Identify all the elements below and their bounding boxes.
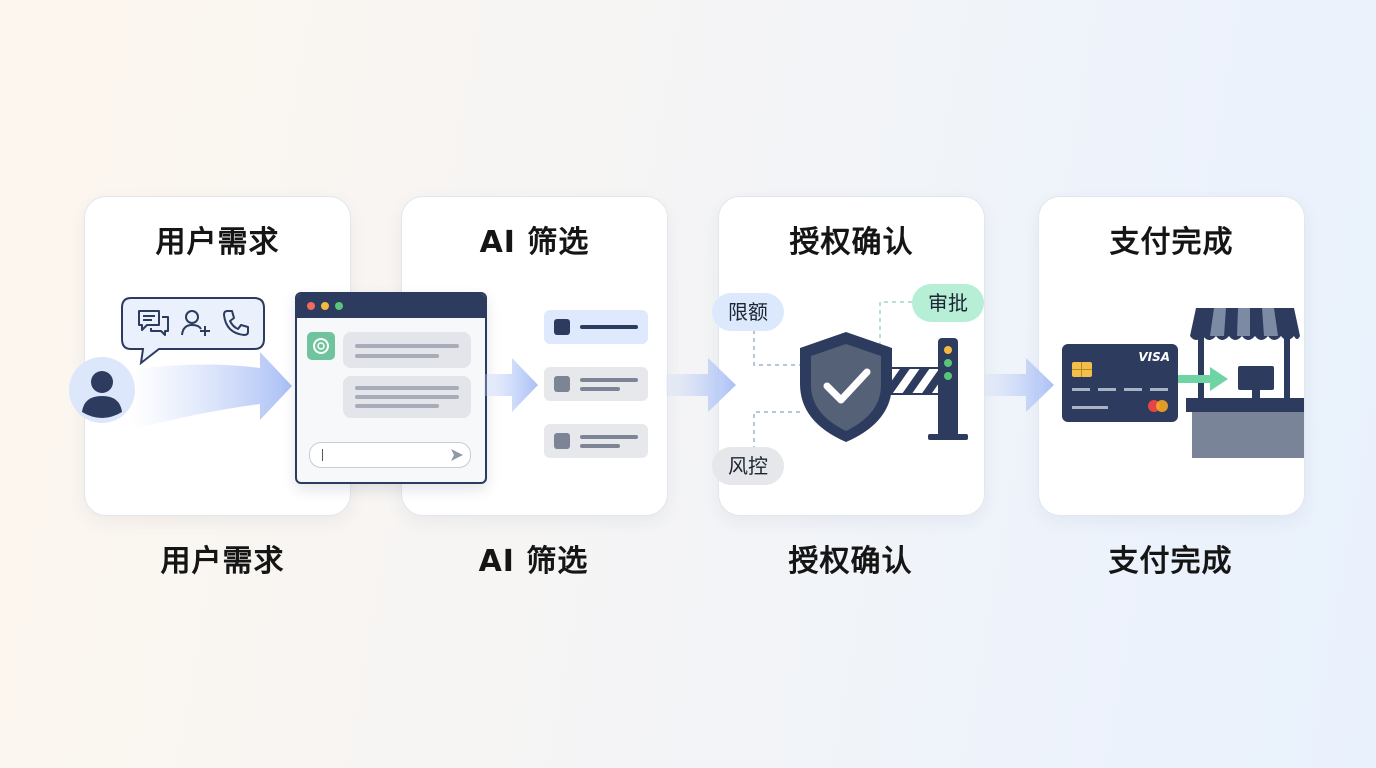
- window-close-dot[interactable]: [307, 302, 315, 310]
- result-item[interactable]: [544, 424, 648, 458]
- card-brand: VISA: [1138, 350, 1170, 364]
- step-card-ai-filter: AI 筛选: [401, 196, 668, 516]
- window-maximize-dot[interactable]: [335, 302, 343, 310]
- chat-icon: [138, 310, 169, 336]
- auth-connectors: [753, 301, 912, 450]
- flow-arrow-1: [130, 352, 292, 430]
- step-caption: 授权确认: [788, 544, 913, 579]
- limit-tag: 限额: [712, 293, 784, 331]
- payment-arrow: [1178, 367, 1228, 391]
- contact-bubble: [121, 297, 265, 366]
- ai-logo-icon: [307, 332, 335, 360]
- chat-message: [343, 332, 471, 368]
- approve-tag: 审批: [912, 284, 984, 322]
- flow-arrow-3: [666, 358, 736, 412]
- step-title: 授权确认: [789, 225, 914, 260]
- barrier-gate-icon: [887, 338, 968, 440]
- window-minimize-dot[interactable]: [321, 302, 329, 310]
- add-user-icon: [181, 310, 210, 336]
- step-caption: 支付完成: [1108, 544, 1233, 579]
- risk-control-tag: 风控: [712, 447, 784, 485]
- flow-arrow-4: [984, 358, 1054, 412]
- send-icon[interactable]: [450, 448, 464, 462]
- ai-chat-window: [295, 292, 487, 484]
- step-title: AI 筛选: [479, 225, 590, 260]
- chat-message: [343, 376, 471, 418]
- phone-icon: [223, 310, 249, 336]
- card-chip: [1072, 362, 1092, 377]
- flow-arrow-2: [484, 358, 538, 412]
- result-item-selected[interactable]: [544, 310, 648, 344]
- store-icon: [1186, 308, 1304, 458]
- credit-card-icon: VISA: [1062, 344, 1178, 422]
- step-caption: 用户需求: [160, 544, 285, 579]
- shield-check-icon: [800, 332, 892, 442]
- step-title: 用户需求: [155, 225, 280, 260]
- step-caption: AI 筛选: [478, 544, 589, 579]
- result-item[interactable]: [544, 367, 648, 401]
- chat-input[interactable]: [309, 442, 471, 468]
- step-title: 支付完成: [1109, 225, 1234, 260]
- user-icon: [69, 357, 135, 423]
- window-titlebar: [297, 294, 485, 318]
